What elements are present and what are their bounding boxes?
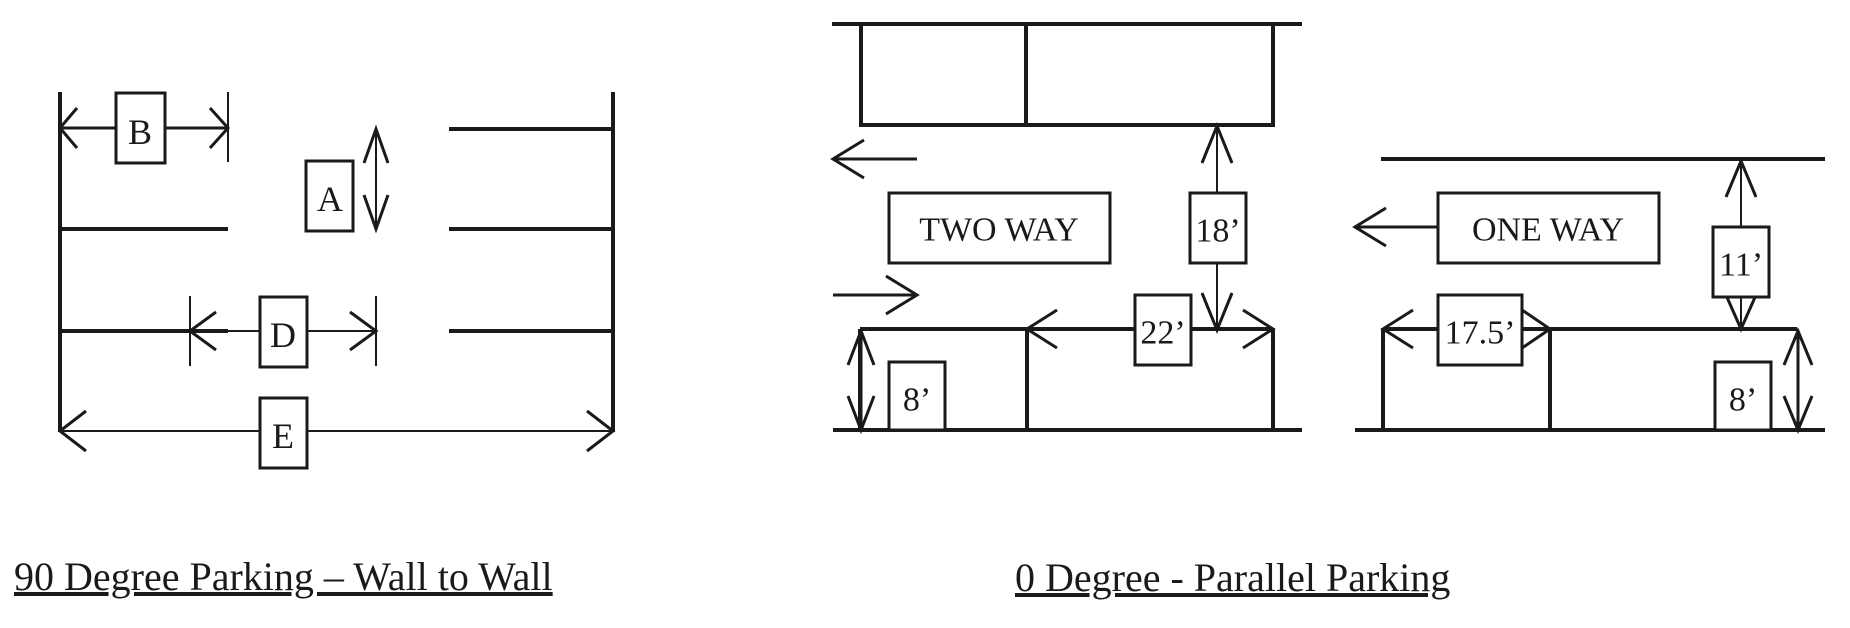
stall-width-label: 8’ xyxy=(1729,382,1757,419)
ninety-degree-diagram: B A D E 90 Degree Parking xyxy=(14,91,616,599)
label-d: D xyxy=(270,315,296,355)
aisle-width-box xyxy=(1188,191,1248,265)
aisle-width-label: 11’ xyxy=(1719,247,1763,284)
arrowhead-left-icon xyxy=(58,107,79,149)
two-way-layout: TWO WAY 18’ 22’ 8’ xyxy=(830,22,1302,435)
label-a: A xyxy=(317,179,343,219)
arrowhead-right-icon xyxy=(586,409,616,453)
arrowhead-left-icon xyxy=(1380,308,1414,350)
arrowhead-up-icon xyxy=(846,326,876,366)
arrow-right-icon xyxy=(885,274,920,316)
arrowhead-right-icon xyxy=(349,310,379,352)
arrowhead-left-icon xyxy=(57,409,87,453)
zero-degree-diagram: TWO WAY 18’ 22’ 8’ xyxy=(830,22,1825,600)
two-way-label: TWO WAY xyxy=(919,212,1079,249)
arrowhead-right-icon xyxy=(1242,308,1276,350)
stall-length-box xyxy=(1436,293,1524,367)
label-box-e xyxy=(258,396,309,470)
one-way-label: ONE WAY xyxy=(1472,212,1624,249)
arrow-left-icon xyxy=(830,138,865,180)
label-box-d xyxy=(258,295,309,369)
aisle-width-label: 18’ xyxy=(1195,213,1240,250)
stall-length-label: 17.5’ xyxy=(1445,315,1516,352)
dimension-a: A xyxy=(304,124,390,234)
dimension-e: E xyxy=(57,396,616,470)
dimension-b: B xyxy=(58,91,231,165)
arrowhead-right-icon xyxy=(1521,308,1553,350)
stall-width-box xyxy=(887,360,947,432)
stall-length-label: 22’ xyxy=(1140,315,1185,352)
stall-length-box xyxy=(1133,293,1193,367)
arrowhead-down-icon xyxy=(362,194,390,234)
stall-width-box xyxy=(1713,360,1773,432)
arrowhead-right-icon xyxy=(208,106,231,150)
arrowhead-up-icon xyxy=(1782,327,1814,366)
label-box-a xyxy=(304,159,355,233)
top-stalls xyxy=(859,22,1275,127)
arrowhead-left-icon xyxy=(1024,308,1058,350)
arrowhead-up-icon xyxy=(362,124,390,164)
one-way-sign xyxy=(1436,191,1661,265)
label-box-b xyxy=(114,91,167,165)
one-way-layout: ONE WAY 11’ 17.5’ 8’ xyxy=(1352,157,1825,434)
caption-zero-degree: 0 Degree - Parallel Parking xyxy=(1015,555,1450,600)
arrowhead-down-icon xyxy=(1782,395,1814,434)
label-b: B xyxy=(128,112,152,152)
aisle-width-box xyxy=(1711,225,1771,299)
arrow-left-icon xyxy=(1352,206,1387,248)
stall-width-label: 8’ xyxy=(903,382,931,419)
arrowhead-left-icon xyxy=(187,310,217,352)
caption-ninety-degree: 90 Degree Parking – Wall to Wall xyxy=(14,554,553,599)
label-e: E xyxy=(272,416,294,456)
arrowhead-up-icon xyxy=(1200,122,1234,164)
two-way-sign xyxy=(887,191,1112,265)
arrowhead-up-icon xyxy=(1724,157,1758,198)
dimension-d: D xyxy=(187,295,379,369)
arrowhead-down-icon xyxy=(846,395,876,435)
